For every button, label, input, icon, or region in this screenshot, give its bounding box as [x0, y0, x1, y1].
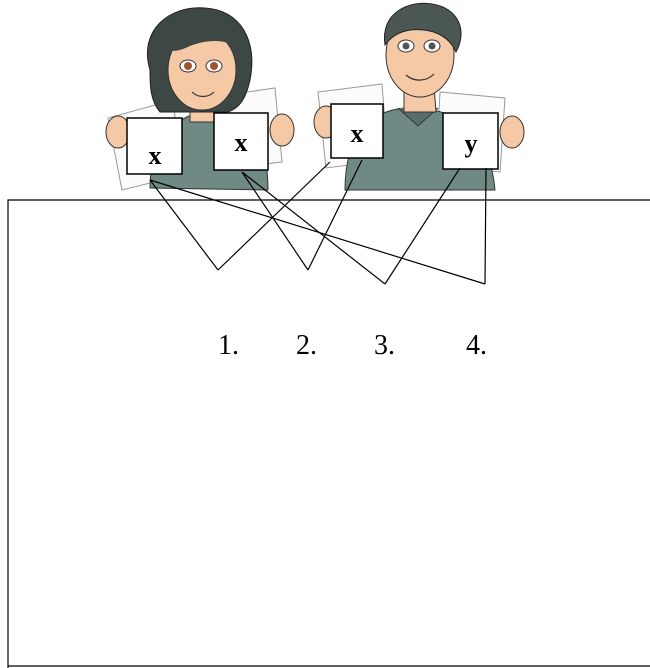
card-4: y [443, 113, 498, 169]
card-1-letter: x [149, 141, 162, 170]
number-label-1: 1. [218, 330, 239, 361]
number-label-3: 3. [374, 330, 395, 361]
card-3: x [331, 104, 383, 158]
card-2-letter: x [235, 128, 248, 157]
line-card1-to-4 [150, 180, 485, 284]
line-card2-to-2 [242, 172, 308, 270]
card-3-letter: x [351, 119, 364, 148]
number-label-4: 4. [466, 330, 487, 361]
card-2: x [214, 113, 268, 170]
line-card1-to-1 [150, 180, 218, 270]
card-4-letter: y [465, 129, 478, 158]
card-1: x [127, 118, 182, 174]
number-label-2: 2. [296, 330, 317, 361]
frame-outline [8, 200, 650, 668]
line-card3-to-2 [308, 160, 362, 270]
